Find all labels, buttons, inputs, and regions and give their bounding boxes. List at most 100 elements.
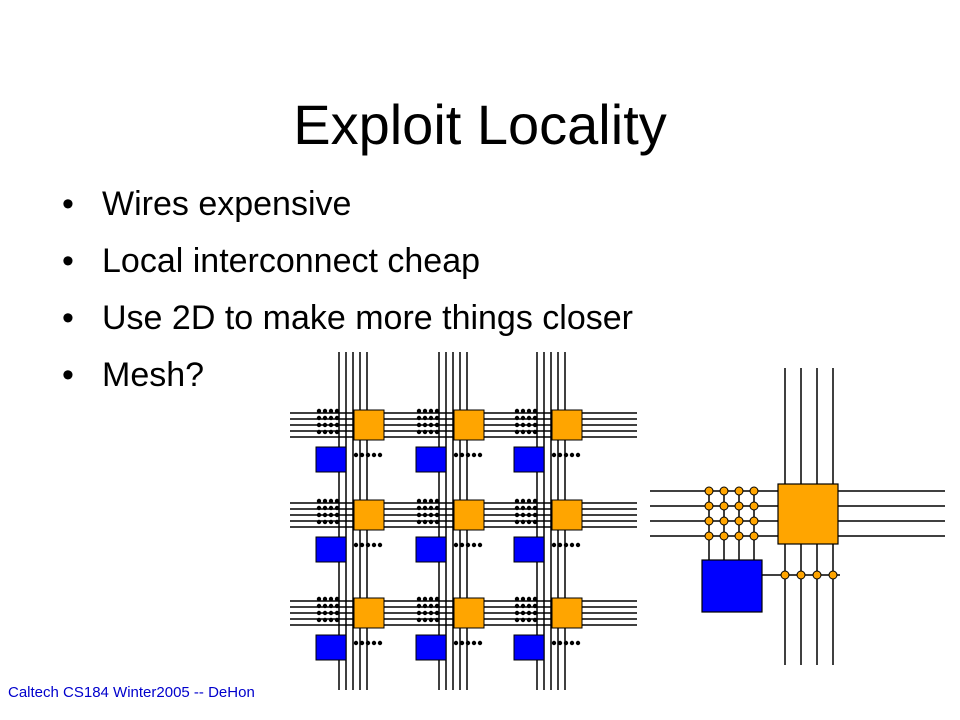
switch-point (316, 422, 322, 428)
connection-point (353, 542, 359, 548)
bullet-item: •Wires expensive (62, 176, 633, 233)
switch-point (328, 408, 334, 414)
logic-block (513, 634, 545, 661)
switch-point (334, 617, 340, 623)
connection-point (365, 640, 371, 646)
switch-point (734, 501, 744, 511)
switch-point (328, 519, 334, 525)
switch-block (353, 409, 385, 441)
switch-point (328, 498, 334, 504)
switch-point (532, 512, 538, 518)
switch-point (422, 617, 428, 623)
switch-point (334, 408, 340, 414)
switch-block (453, 597, 485, 629)
switch-point (514, 617, 520, 623)
switch-point (532, 596, 538, 602)
switch-point (734, 516, 744, 526)
switch-point (428, 415, 434, 421)
switch-point (520, 498, 526, 504)
switch-point (322, 415, 328, 421)
switch-point (316, 505, 322, 511)
switch-point (520, 408, 526, 414)
switch-point (734, 486, 744, 496)
switch-point (322, 512, 328, 518)
connection-point (780, 570, 790, 580)
switch-point (526, 422, 532, 428)
switch-point (520, 429, 526, 435)
switch-point (514, 610, 520, 616)
connection-point (812, 570, 822, 580)
switch-point (422, 505, 428, 511)
switch-point (416, 408, 422, 414)
switch-point (520, 519, 526, 525)
switch-block (353, 499, 385, 531)
switch-point (334, 505, 340, 511)
switch-point (749, 531, 759, 541)
switch-point (328, 512, 334, 518)
switch-point (416, 512, 422, 518)
switch-point (422, 512, 428, 518)
connection-point (353, 640, 359, 646)
switch-point (532, 610, 538, 616)
switch-point (328, 505, 334, 511)
switch-point (520, 610, 526, 616)
bullet-marker: • (62, 299, 74, 337)
switch-block (453, 409, 485, 441)
switch-point (416, 610, 422, 616)
connection-point (359, 452, 365, 458)
connection-point (359, 542, 365, 548)
connection-point (459, 452, 465, 458)
switch-point (416, 505, 422, 511)
switch-point (316, 429, 322, 435)
switch-block (353, 597, 385, 629)
connection-point (575, 452, 581, 458)
switch-point (428, 408, 434, 414)
switch-point (434, 617, 440, 623)
switch-point (520, 596, 526, 602)
switch-point (334, 512, 340, 518)
switch-point (322, 617, 328, 623)
logic-block (315, 634, 347, 661)
switch-point (334, 429, 340, 435)
connection-point (569, 640, 575, 646)
logic-block (315, 446, 347, 473)
switch-point (334, 603, 340, 609)
switch-point (316, 512, 322, 518)
slide-title: Exploit Locality (293, 93, 667, 156)
connection-point (551, 542, 557, 548)
switch-point (316, 603, 322, 609)
switch-point (416, 596, 422, 602)
switch-point (514, 505, 520, 511)
switch-point (526, 498, 532, 504)
switch-point (428, 603, 434, 609)
switch-point (428, 617, 434, 623)
bullet-marker: • (62, 242, 74, 280)
switch-point (719, 531, 729, 541)
connection-point (471, 640, 477, 646)
switch-point (520, 617, 526, 623)
switch-point (334, 498, 340, 504)
switch-point (416, 415, 422, 421)
switch-point (704, 516, 714, 526)
switch-point (322, 596, 328, 602)
switch-point (434, 610, 440, 616)
bullet-text: Local interconnect cheap (102, 242, 481, 280)
switch-point (322, 603, 328, 609)
connection-point (575, 640, 581, 646)
switch-point (526, 610, 532, 616)
connection-point (371, 640, 377, 646)
switch-point (532, 408, 538, 414)
switch-point (532, 415, 538, 421)
connection-point (569, 452, 575, 458)
switch-point (434, 429, 440, 435)
bullet-item: •Use 2D to make more things closer (62, 290, 633, 347)
connection-point (453, 452, 459, 458)
switch-point (328, 422, 334, 428)
switch-point (734, 531, 744, 541)
switch-point (749, 501, 759, 511)
connection-point (371, 542, 377, 548)
switch-point (514, 408, 520, 414)
switch-point (422, 422, 428, 428)
switch-point (532, 505, 538, 511)
logic-block (415, 536, 447, 563)
